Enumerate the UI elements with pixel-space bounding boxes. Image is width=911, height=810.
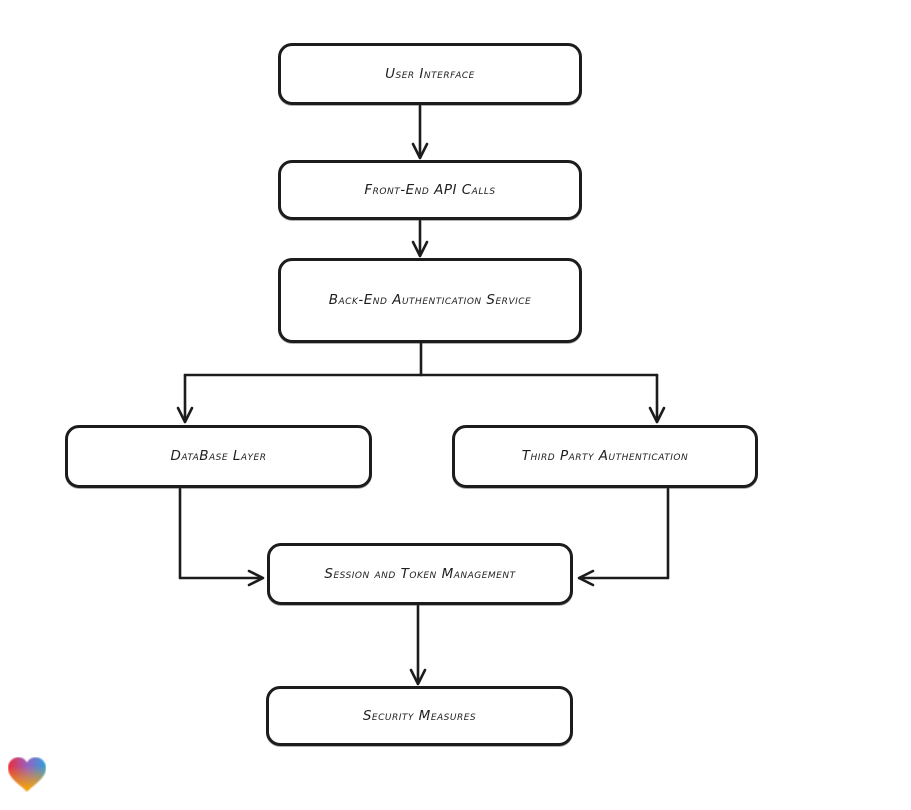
node-session-and-token-management: Session and Token Management: [267, 543, 573, 605]
heart-logo[interactable]: [8, 757, 46, 793]
node-front-end-api-calls: Front-End API Calls: [278, 160, 582, 220]
edge-front-end-to-back-end: [411, 219, 429, 258]
edge-database-to-session: [178, 487, 265, 587]
edge-back-end-fanout: [176, 341, 666, 424]
node-user-interface: User Interface: [278, 43, 582, 105]
node-third-party-authentication: Third Party Authentication: [452, 425, 758, 488]
node-security-measures: Security Measures: [266, 686, 573, 746]
edge-third-party-to-session: [577, 487, 670, 587]
edge-user-interface-to-front-end: [411, 104, 429, 160]
node-database-layer: DataBase Layer: [65, 425, 372, 488]
heart-shape: [8, 757, 46, 792]
edge-session-to-security: [409, 604, 427, 686]
node-back-end-authentication-service: Back-End Authentication Service: [278, 258, 582, 343]
